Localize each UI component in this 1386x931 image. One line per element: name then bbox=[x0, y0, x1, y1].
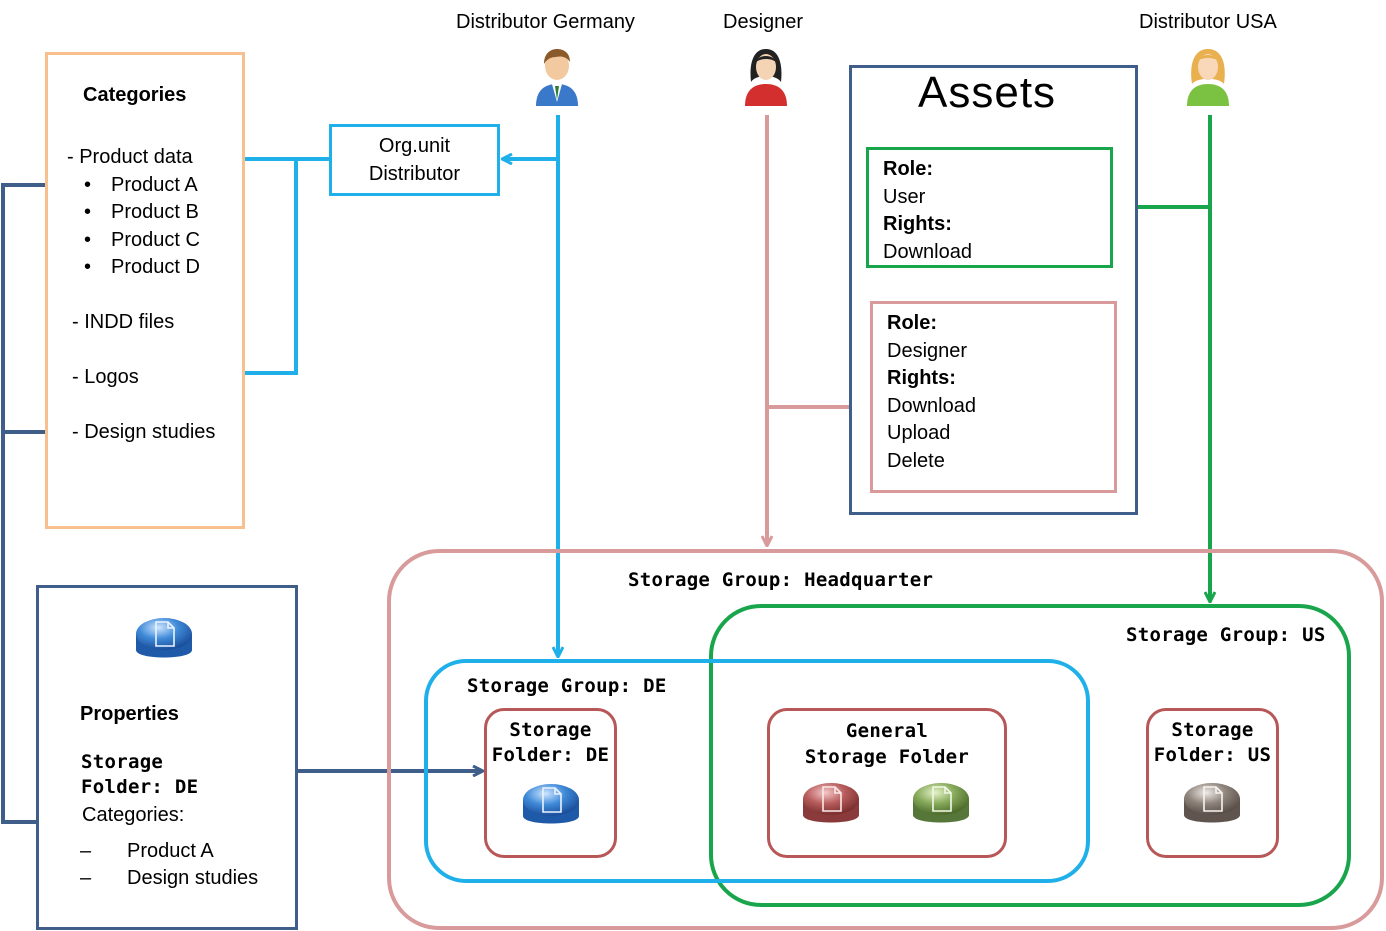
dash-icon: – bbox=[80, 840, 92, 862]
properties-storage-line2: Folder: DE bbox=[81, 776, 199, 798]
folder-us-line1: Storage bbox=[1171, 719, 1254, 741]
database-de-icon bbox=[523, 784, 579, 824]
user-role-box bbox=[866, 147, 1113, 268]
database-icon bbox=[136, 618, 192, 658]
designer-role-label: Role: bbox=[887, 312, 937, 334]
de-group-label: Storage Group: DE bbox=[467, 675, 667, 697]
storage-group-headquarter bbox=[387, 549, 1384, 930]
user-role-label: Role: bbox=[883, 158, 933, 180]
user-role-value: User bbox=[883, 186, 926, 208]
folder-de-line1: Storage bbox=[509, 719, 592, 741]
org-unit-box bbox=[329, 124, 500, 196]
designer-right-upload: Upload bbox=[887, 422, 951, 444]
categories-box bbox=[45, 52, 245, 529]
user-right-download: Download bbox=[883, 241, 972, 263]
bullet-icon: • bbox=[84, 201, 92, 223]
properties-categories-label: Categories: bbox=[82, 804, 185, 826]
bullet-icon: • bbox=[84, 256, 92, 278]
properties-storage-line1: Storage bbox=[81, 751, 164, 773]
headquarter-label: Storage Group: Headquarter bbox=[628, 569, 934, 591]
dash-icon: – bbox=[80, 867, 92, 889]
user-rights-label: Rights: bbox=[883, 213, 952, 235]
categories-title: Categories bbox=[83, 84, 187, 106]
storage-group-us bbox=[709, 604, 1351, 907]
designer-label: Designer bbox=[723, 11, 804, 33]
designer-rights-label: Rights: bbox=[887, 367, 956, 389]
us-group-label: Storage Group: US bbox=[1126, 624, 1326, 646]
designer-person-icon bbox=[745, 49, 787, 106]
storage-folder-us bbox=[1146, 708, 1279, 858]
bullet-icon: • bbox=[84, 229, 92, 251]
properties-category-design-studies: Design studies bbox=[127, 867, 259, 889]
general-folder-line2: Storage Folder bbox=[804, 746, 970, 768]
database-red-icon bbox=[803, 783, 859, 823]
folder-us-line2: Folder: US bbox=[1153, 744, 1272, 766]
bullet-icon: • bbox=[84, 174, 92, 196]
org-unit-line2: Distributor bbox=[368, 163, 461, 185]
product-data-item: - Product data bbox=[67, 146, 193, 168]
properties-title: Properties bbox=[80, 703, 179, 725]
distributor-germany-label: Distributor Germany bbox=[456, 11, 635, 33]
designer-right-delete: Delete bbox=[887, 450, 945, 472]
design-studies-item: - Design studies bbox=[72, 421, 216, 443]
category-product-d: Product D bbox=[111, 256, 200, 278]
general-storage-folder bbox=[767, 708, 1007, 858]
distributor-germany-person-icon bbox=[536, 49, 578, 106]
storage-group-de bbox=[424, 659, 1090, 883]
distributor-usa-person-icon bbox=[1187, 49, 1229, 106]
assets-title: Assets bbox=[918, 68, 1057, 117]
general-folder-line1: General bbox=[845, 720, 929, 742]
folder-de-line2: Folder: DE bbox=[491, 744, 610, 766]
category-product-c: Product C bbox=[111, 229, 200, 251]
org-unit-line1: Org.unit bbox=[378, 135, 451, 157]
designer-right-download: Download bbox=[887, 395, 976, 417]
designer-role-value: Designer bbox=[887, 340, 968, 362]
category-product-b: Product B bbox=[111, 201, 199, 223]
indd-files-item: - INDD files bbox=[72, 311, 175, 333]
category-product-a: Product A bbox=[111, 174, 198, 196]
database-green-icon bbox=[913, 783, 969, 823]
designer-role-box bbox=[870, 301, 1117, 493]
storage-folder-de bbox=[484, 708, 617, 858]
logos-item: - Logos bbox=[72, 366, 139, 388]
database-gray-icon bbox=[1184, 783, 1240, 823]
distributor-usa-label: Distributor USA bbox=[1139, 11, 1277, 33]
properties-category-product-a: Product A bbox=[127, 840, 214, 862]
